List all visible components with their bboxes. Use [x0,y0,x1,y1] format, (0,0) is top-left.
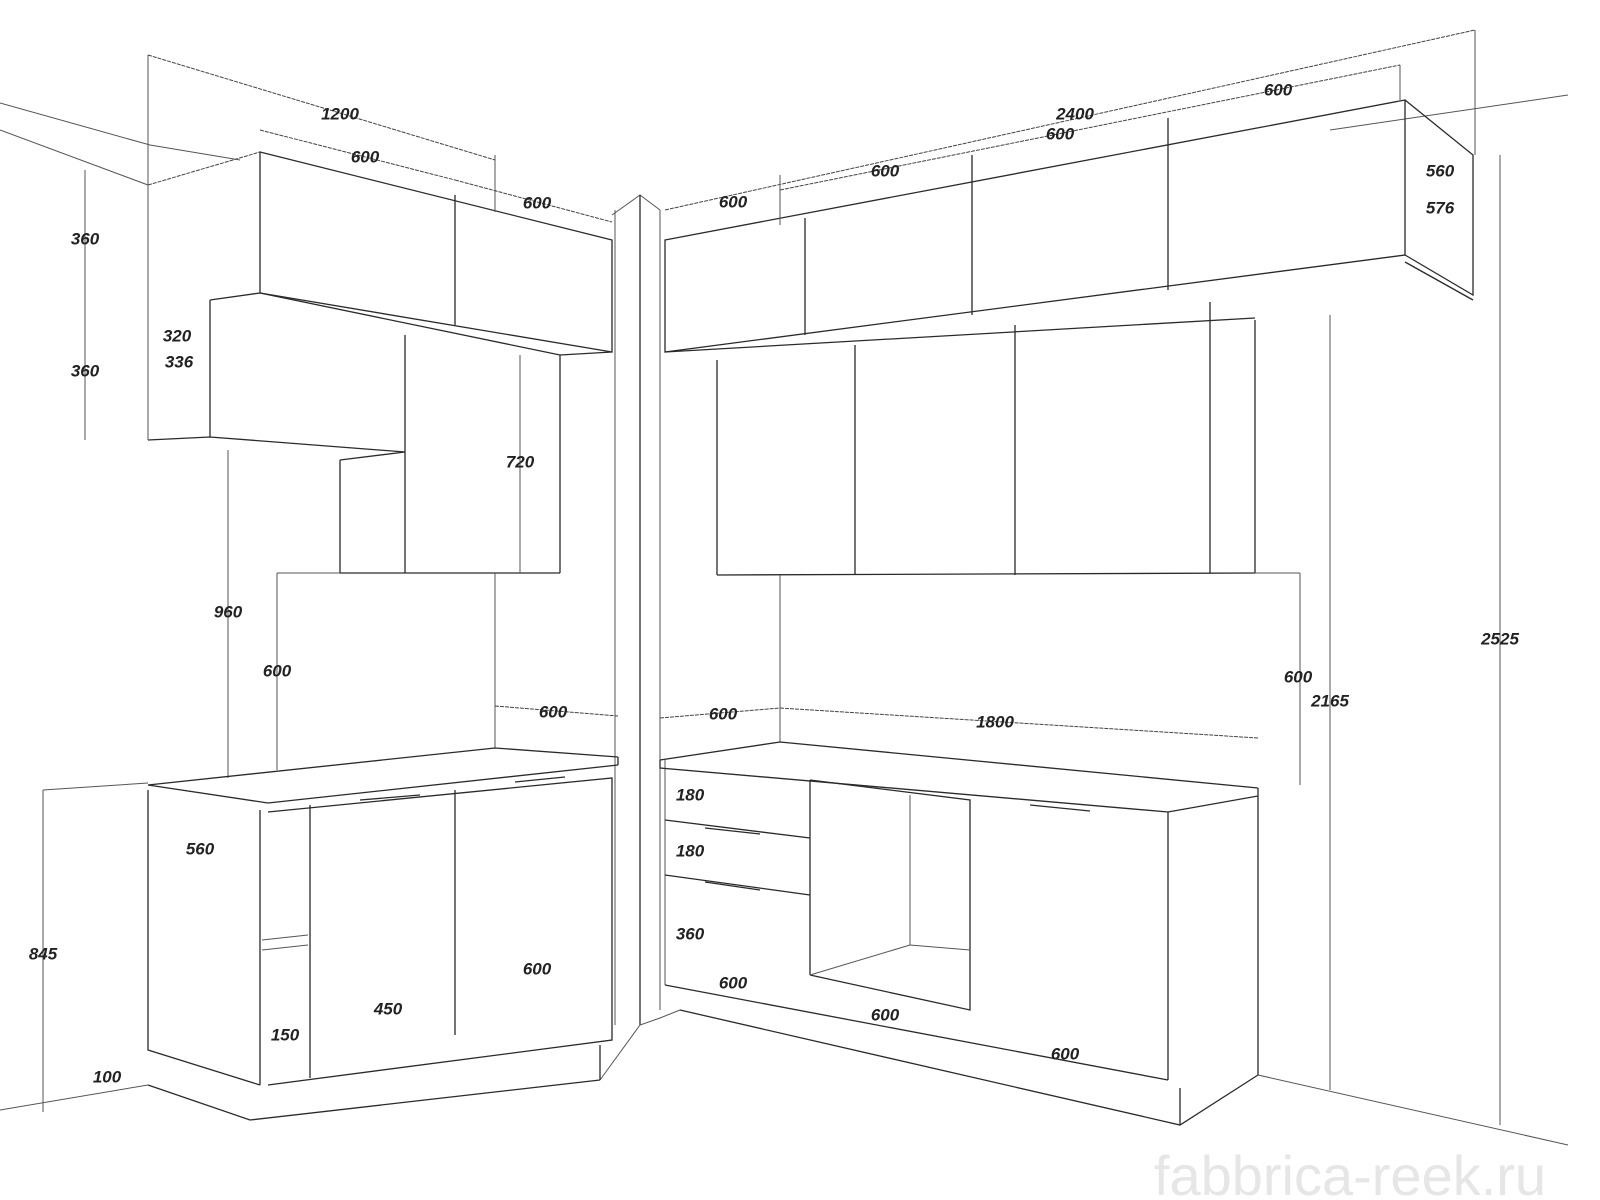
dim-label: 320 [163,326,192,345]
dim-label: 600 [871,1005,900,1024]
dim-label: 1800 [976,712,1014,731]
walls [0,94,1569,1146]
dim-label: 360 [71,361,100,380]
dim-label: 150 [271,1025,300,1044]
dim-label: 560 [1426,161,1455,180]
dim-label: 180 [676,841,705,860]
dim-label: 2400 [1055,104,1094,123]
dim-label: 600 [351,147,380,166]
dim-label: 720 [506,452,535,471]
dim-label: 1200 [321,104,359,123]
dim-label: 600 [539,702,568,721]
dim-label: 560 [186,839,215,858]
dim-label: 600 [263,661,292,680]
dim-label: 600 [719,973,748,992]
dim-label: 450 [373,999,403,1018]
dim-label: 845 [29,944,58,963]
dim-label: 600 [523,959,552,978]
dim-label: 600 [523,193,552,212]
dim-label: 600 [1264,80,1293,99]
dim-label: 600 [871,161,900,180]
right-dimension-lines [659,29,1501,1125]
right-base-cabinets [659,741,1259,1126]
dim-label: 360 [676,924,705,943]
dim-label: 336 [165,352,194,371]
left-base-cabinets [147,747,619,1121]
dim-label: 600 [719,192,748,211]
dim-label: 100 [93,1067,122,1086]
dim-label: 600 [1046,124,1075,143]
dimension-labels: 1200 600 600 360 360 320 336 720 960 600… [29,80,1520,1086]
dim-label: 360 [71,229,100,248]
dim-label: 600 [1284,667,1313,686]
dim-label: 960 [214,602,243,621]
watermark: fabbrica-reek.ru [1154,1144,1546,1200]
dim-label: 2525 [1480,629,1519,648]
left-dimension-lines [42,54,619,1112]
dim-label: 576 [1426,198,1455,217]
dim-label: 180 [676,785,705,804]
right-upper-cabinets [664,99,1474,576]
dim-label: 600 [1051,1044,1080,1063]
left-upper-cabinets [147,151,613,574]
dim-label: 2165 [1310,691,1349,710]
dim-label: 600 [709,704,738,723]
